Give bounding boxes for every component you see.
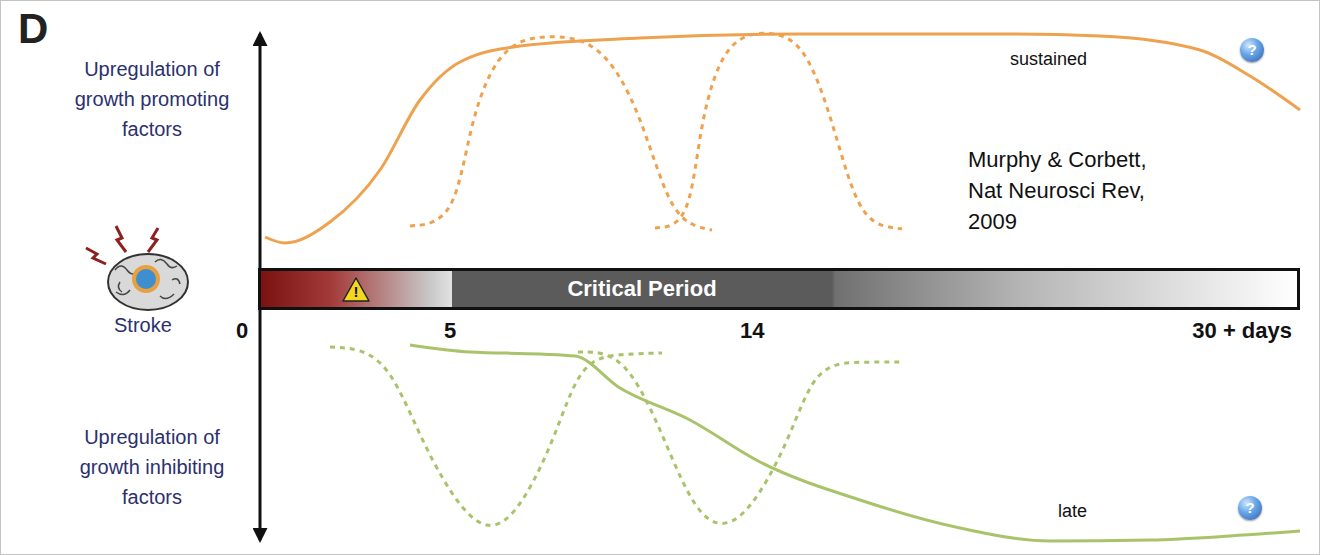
citation: Murphy & Corbett, Nat Neurosci Rev, 2009 bbox=[968, 144, 1168, 237]
transient-curve bbox=[410, 37, 712, 230]
sustained-curve bbox=[265, 34, 1300, 243]
help-mark: ? bbox=[1240, 38, 1264, 62]
lightning-bolt bbox=[86, 248, 106, 264]
help-mark: ? bbox=[1238, 496, 1262, 520]
warning-triangle: ! bbox=[341, 276, 371, 303]
timeline-bar: Critical Period! bbox=[258, 268, 1300, 310]
icon-label: Stroke bbox=[114, 313, 172, 337]
lightning-bolt bbox=[116, 226, 126, 252]
period-label: Critical Period bbox=[452, 271, 832, 307]
lightning-bolt bbox=[148, 228, 158, 252]
tick-label: 30 + days bbox=[1120, 318, 1292, 344]
tick-label: 0 bbox=[236, 318, 248, 344]
transient-curve bbox=[578, 352, 902, 523]
axis-label: Upregulation of growth promoting factors bbox=[52, 54, 252, 144]
axis-label: Upregulation of growth inhibiting factor… bbox=[52, 422, 252, 512]
brain-gyri bbox=[115, 259, 180, 298]
help-icon: ? bbox=[1240, 38, 1264, 62]
panel-letter: D bbox=[18, 4, 48, 54]
curve-label: late bbox=[1058, 500, 1087, 522]
brain-icon bbox=[86, 226, 188, 310]
late-curve bbox=[410, 345, 1300, 541]
tick-label: 14 bbox=[740, 318, 764, 344]
curve-label: sustained bbox=[1010, 48, 1087, 70]
brain-outline bbox=[108, 254, 188, 310]
stroke-lesion bbox=[134, 267, 158, 291]
transient-curve bbox=[655, 33, 902, 229]
help-icon: ? bbox=[1238, 496, 1262, 520]
warning-mark: ! bbox=[341, 276, 371, 300]
transient-curve bbox=[330, 347, 662, 525]
tick-label: 5 bbox=[444, 318, 456, 344]
